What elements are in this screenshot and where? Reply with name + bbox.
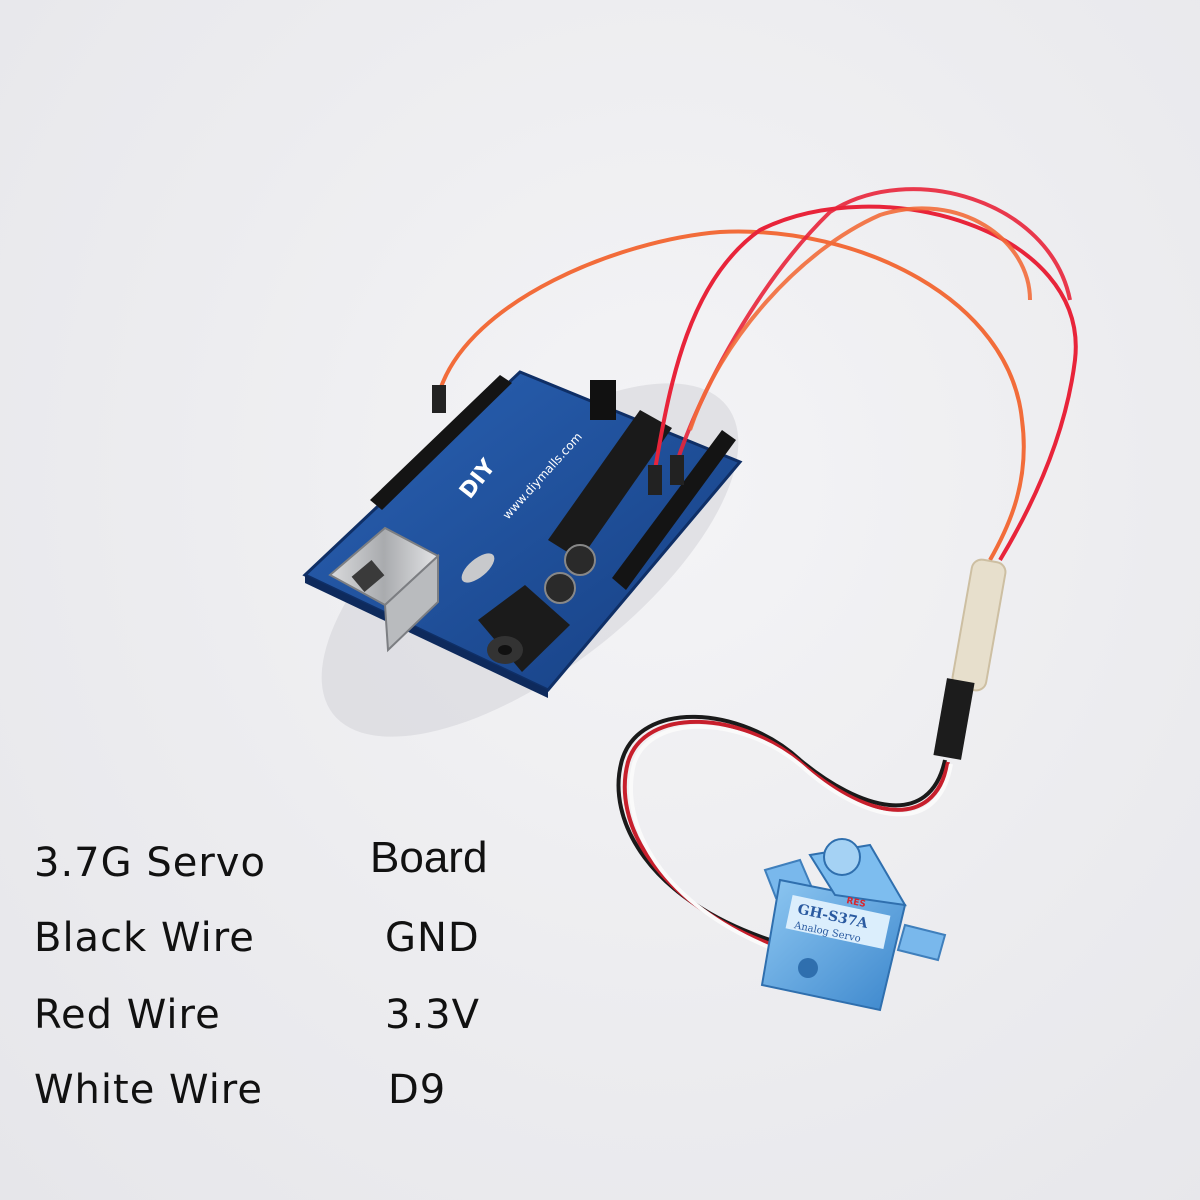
- row-white-wire-pin: D9: [388, 1067, 447, 1113]
- pcb-edge: [305, 575, 548, 698]
- servo-logo: RES: [845, 896, 866, 910]
- table-header-board: Board: [370, 833, 488, 882]
- servo-tab-right: [896, 923, 947, 962]
- wire-pin-1: [432, 385, 446, 413]
- table-header-servo: 3.7G Servo: [34, 840, 266, 886]
- capacitor-2: [544, 572, 576, 604]
- servo-gear: [823, 838, 861, 876]
- servo-motor: GH-S37A Analog Servo RES: [760, 838, 947, 1012]
- servo-cable-black: [616, 714, 947, 942]
- taped-joint: [933, 558, 1007, 760]
- servo-cable-red: [622, 719, 950, 947]
- orange-wire-1: [438, 229, 1026, 561]
- row-white-wire-label: White Wire: [34, 1067, 263, 1113]
- wire-pin-2: [648, 465, 662, 495]
- digital-header: [370, 375, 512, 510]
- atmega-chip: [548, 410, 672, 560]
- power-header: [612, 430, 736, 590]
- wire-pin-3: [670, 455, 684, 485]
- servo-label: [785, 894, 891, 950]
- row-black-wire-pin: GND: [385, 915, 480, 961]
- servo-screw: [798, 958, 818, 978]
- icsp-header: [590, 380, 616, 420]
- row-black-wire-label: Black Wire: [34, 915, 255, 961]
- row-red-wire-pin: 3.3V: [385, 992, 480, 1038]
- servo-cable-white: [629, 724, 953, 952]
- orange-wire-2: [688, 206, 1032, 431]
- capacitor-1: [564, 544, 596, 576]
- crystal: [461, 553, 495, 583]
- arduino-board: DIY www.diymalls.com: [302, 370, 743, 698]
- dc-jack: [478, 585, 570, 672]
- row-red-wire-label: Red Wire: [34, 992, 221, 1038]
- red-wire-1: [653, 204, 1078, 562]
- usb-port: [328, 526, 440, 653]
